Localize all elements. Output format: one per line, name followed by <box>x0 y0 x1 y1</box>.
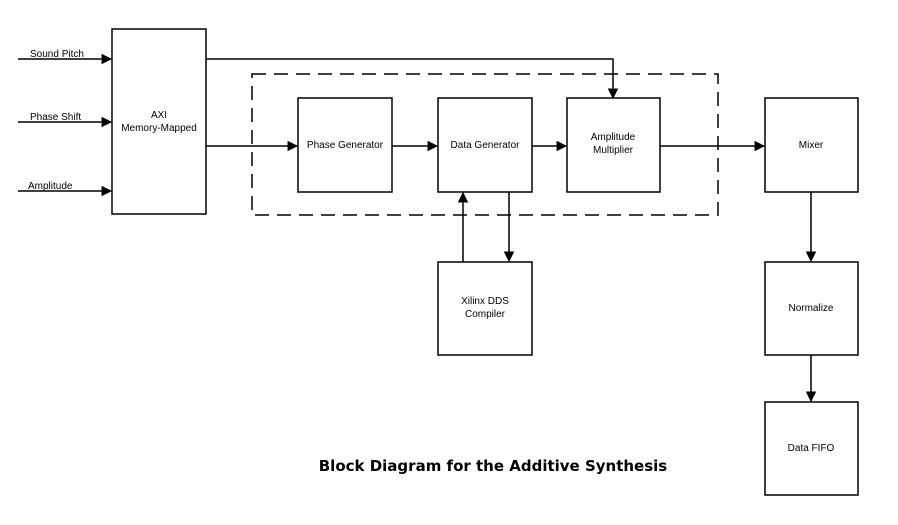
diagram-caption: Block Diagram for the Additive Synthesis <box>319 457 668 475</box>
axi-to-amplitude-multiplier-arrow <box>206 58 619 100</box>
mixer-block <box>764 97 859 193</box>
amplitude-multiplier-block <box>566 97 661 193</box>
mixer-label: Mixer <box>799 140 824 151</box>
memory-mapped-label: Memory-Mapped <box>121 123 197 134</box>
xilinx-dds-label: Xilinx DDS <box>461 296 509 307</box>
normalize-label: Normalize <box>788 303 833 314</box>
data-fifo-block <box>764 401 859 496</box>
amplitude-label-line: Amplitude <box>591 132 636 143</box>
sound-pitch-label: Sound Pitch <box>30 49 84 60</box>
amplitude-label: Amplitude <box>28 181 73 192</box>
processing-group-boundary <box>251 73 719 216</box>
xilinx-dds-compiler-block <box>437 261 533 356</box>
axi-memory-mapped-block <box>111 28 207 215</box>
data-generator-label: Data Generator <box>451 140 521 151</box>
phase-generator-label: Phase Generator <box>307 140 384 151</box>
compiler-label: Compiler <box>465 309 506 320</box>
phase-generator-block <box>297 97 393 193</box>
data-fifo-label: Data FIFO <box>788 443 835 454</box>
data-generator-block <box>437 97 533 193</box>
multiplier-label-line: Multiplier <box>593 145 634 156</box>
axi-label: AXI <box>151 110 167 121</box>
phase-shift-label: Phase Shift <box>30 112 81 123</box>
normalize-block <box>764 261 859 356</box>
